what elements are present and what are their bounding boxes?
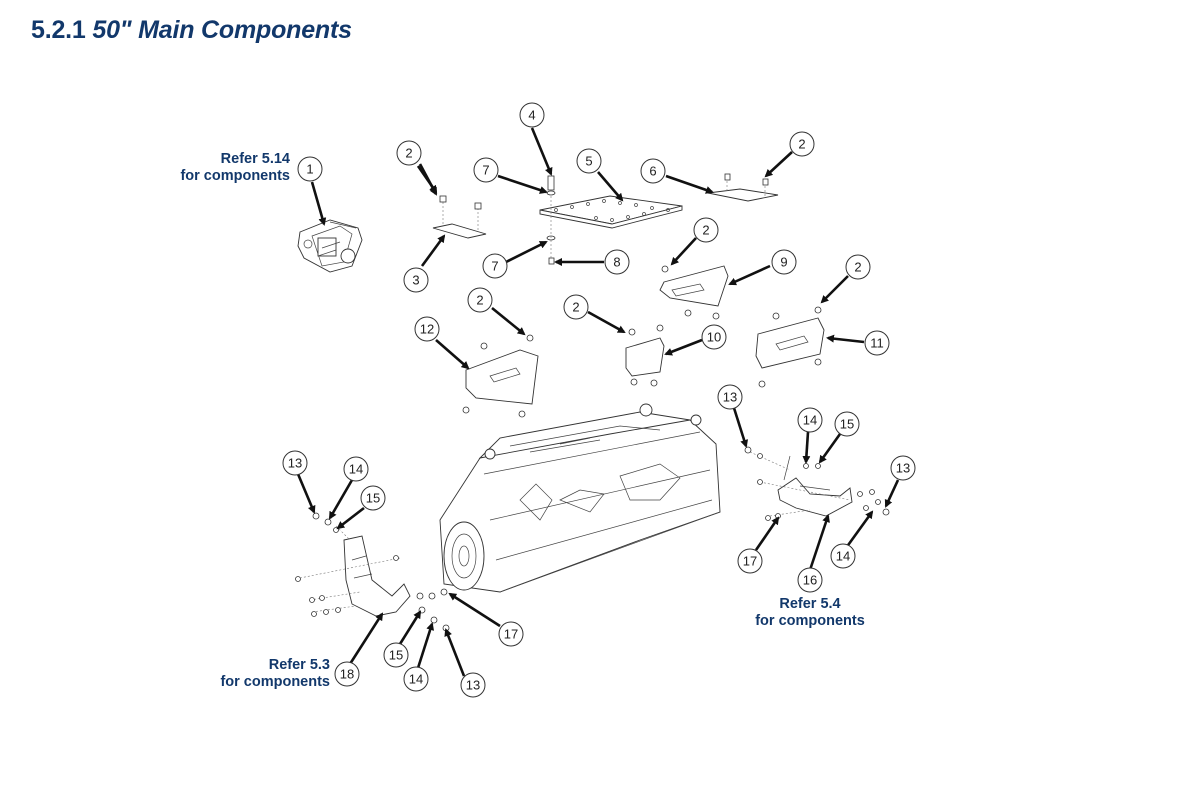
callout-5: 5: [576, 148, 602, 174]
svg-text:13: 13: [288, 456, 302, 471]
part-5-top-plate: [539, 175, 683, 265]
callout-2: 2: [845, 254, 871, 280]
callout-16: 16: [797, 567, 823, 593]
reference-line: Refer 5.14: [220, 151, 290, 167]
callout-15: 15: [383, 642, 409, 668]
reference-line: for components: [180, 168, 290, 184]
callout-13: 13: [460, 672, 486, 698]
svg-text:2: 2: [798, 137, 805, 152]
callout-17: 17: [498, 621, 524, 647]
svg-text:5: 5: [585, 154, 592, 169]
part-1-motor-assembly: [297, 219, 363, 273]
callouts: 1 2 3 4 7 5 7 8 6 2 2 9 2 12 2 10 2 11 1…: [282, 102, 916, 698]
svg-text:16: 16: [803, 573, 817, 588]
callout-4: 4: [519, 102, 545, 128]
part-10-small-panel: [625, 324, 665, 387]
callout-9: 9: [771, 249, 797, 275]
callout-15: 15: [834, 411, 860, 437]
part-3-cover-plate: [432, 195, 487, 239]
callout-13: 13: [717, 384, 743, 410]
callout-8: 8: [604, 249, 630, 275]
svg-text:13: 13: [723, 390, 737, 405]
part-6-cover-plate: [707, 173, 779, 202]
section-title: 5.2.1 50" Main Components: [31, 16, 352, 45]
reference-note-5-14: Refer 5.14 for components: [150, 151, 290, 185]
callout-6: 6: [640, 158, 666, 184]
callout-11: 11: [864, 330, 890, 356]
part-12-side-panel: [462, 334, 539, 418]
svg-text:15: 15: [389, 648, 403, 663]
callout-2: 2: [396, 140, 422, 166]
callout-13: 13: [890, 455, 916, 481]
svg-text:18: 18: [340, 667, 354, 682]
svg-text:14: 14: [836, 549, 850, 564]
svg-text:2: 2: [476, 293, 483, 308]
callout-15: 15: [360, 485, 386, 511]
part-16-right-bracket: [744, 446, 890, 521]
svg-text:7: 7: [482, 163, 489, 178]
svg-text:12: 12: [420, 322, 434, 337]
svg-text:2: 2: [572, 300, 579, 315]
callout-2: 2: [789, 131, 815, 157]
svg-text:13: 13: [896, 461, 910, 476]
callout-1: 1: [297, 156, 323, 182]
svg-text:14: 14: [803, 413, 817, 428]
callout-2: 2: [693, 217, 719, 243]
part-9-side-panel: [659, 265, 729, 320]
main-housing: [439, 403, 721, 593]
callout-13: 13: [282, 450, 308, 476]
svg-text:6: 6: [649, 164, 656, 179]
callout-10: 10: [701, 324, 727, 350]
svg-text:17: 17: [504, 627, 518, 642]
callout-7: 7: [473, 157, 499, 183]
svg-text:7: 7: [491, 259, 498, 274]
reference-line: for components: [755, 613, 865, 629]
svg-text:14: 14: [409, 672, 423, 687]
svg-text:9: 9: [780, 255, 787, 270]
part-18-left-bracket: [295, 512, 450, 632]
callout-2: 2: [467, 287, 493, 313]
svg-text:3: 3: [412, 273, 419, 288]
reference-note-5-3: Refer 5.3 for components: [190, 657, 330, 691]
callout-18: 18: [334, 661, 360, 687]
svg-text:2: 2: [854, 260, 861, 275]
callout-14: 14: [830, 543, 856, 569]
callout-12: 12: [414, 316, 440, 342]
callout-14: 14: [403, 666, 429, 692]
part-11-side-panel: [755, 306, 825, 388]
svg-text:1: 1: [306, 162, 313, 177]
svg-text:14: 14: [349, 462, 363, 477]
callout-14: 14: [797, 407, 823, 433]
callout-arrows: [296, 127, 900, 677]
svg-text:8: 8: [613, 255, 620, 270]
svg-text:15: 15: [840, 417, 854, 432]
svg-text:10: 10: [707, 330, 721, 345]
svg-text:17: 17: [743, 554, 757, 569]
svg-text:2: 2: [405, 146, 412, 161]
svg-text:2: 2: [702, 223, 709, 238]
reference-line: Refer 5.3: [268, 657, 330, 673]
callout-2: 2: [563, 294, 589, 320]
reference-note-5-4: Refer 5.4 for components: [740, 596, 880, 630]
svg-text:4: 4: [528, 108, 535, 123]
callout-14: 14: [343, 456, 369, 482]
section-number: 5.2.1: [31, 16, 86, 44]
callout-7: 7: [482, 253, 508, 279]
reference-line: for components: [220, 674, 330, 690]
svg-text:11: 11: [870, 336, 884, 351]
svg-text:13: 13: [466, 678, 480, 693]
callout-17: 17: [737, 548, 763, 574]
reference-line: Refer 5.4: [779, 596, 841, 612]
svg-text:15: 15: [366, 491, 380, 506]
callout-3: 3: [403, 267, 429, 293]
section-name: 50" Main Components: [92, 16, 352, 44]
